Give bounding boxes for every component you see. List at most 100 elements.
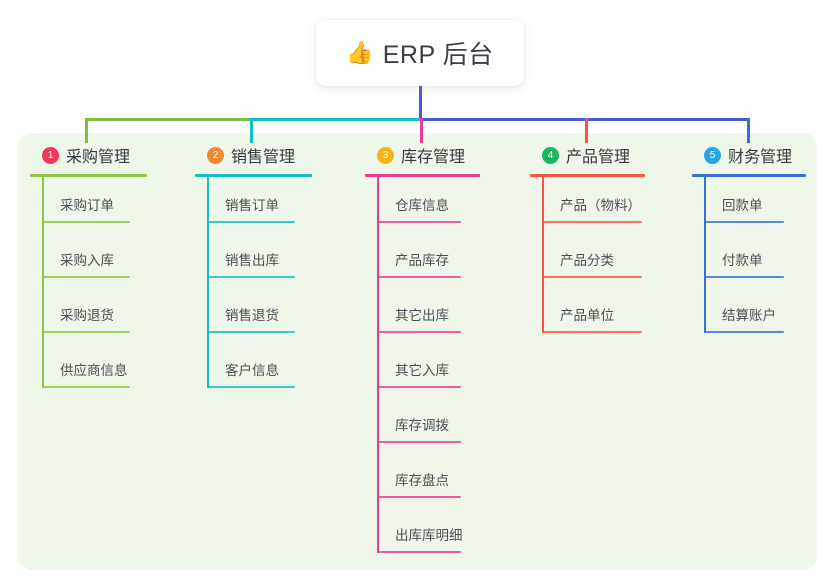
list-item-label: 产品分类 [560,253,614,268]
list-item-rule [542,221,642,223]
column-spine-3 [377,177,379,553]
list-item-label: 供应商信息 [60,363,128,378]
column-rule-4 [530,174,645,177]
list-item-rule [207,331,295,333]
list-item[interactable]: 库存盘点 [365,452,480,507]
root-node[interactable]: 👍 ERP 后台 [316,20,524,86]
column-rule-3 [365,174,480,177]
column-items-1: 采购订单采购入库采购退货供应商信息 [30,177,147,397]
thumbs-up-icon: 👍 [346,40,374,65]
bus-drop-2 [250,118,253,143]
list-item[interactable]: 仓库信息 [365,177,480,232]
column-5: 5 财务管理回款单付款单结算账户 [692,143,806,342]
list-item-rule [542,276,642,278]
list-item-label: 其它出库 [395,308,449,323]
list-item[interactable]: 其它入库 [365,342,480,397]
column-title-4: 产品管理 [566,149,631,166]
list-item-rule [377,386,461,388]
list-item-label: 采购退货 [60,308,114,323]
column-items-4: 产品（物料） 产品分类产品单位 [530,177,645,342]
column-rule-1 [30,174,147,177]
column-badge-4: 4 [542,146,559,164]
column-spine-4 [542,177,544,333]
column-header-2[interactable]: 2 销售管理 [195,143,312,167]
list-item[interactable]: 结算账户 [692,287,806,342]
list-item[interactable]: 采购退货 [30,287,147,342]
column-title-2: 销售管理 [231,149,296,166]
list-item-rule [207,221,295,223]
list-item-rule [377,551,461,553]
list-item[interactable]: 供应商信息 [30,342,147,397]
list-item[interactable]: 其它出库 [365,287,480,342]
column-badge-5: 5 [704,146,721,164]
column-items-5: 回款单付款单结算账户 [692,177,806,342]
column-header-5[interactable]: 5 财务管理 [692,143,806,167]
list-item[interactable]: 销售出库 [195,232,312,287]
list-item-rule [377,276,461,278]
list-item-rule [42,386,130,388]
list-item-rule [207,386,295,388]
list-item-label: 结算账户 [722,308,776,323]
list-item-rule [377,221,461,223]
root-node-content: 👍 ERP 后台 [346,35,493,71]
list-item-label: 采购订单 [60,198,114,213]
column-4: 4 产品管理产品（物料） 产品分类产品单位 [530,143,645,342]
column-badge-3: 3 [377,146,394,164]
list-item-label: 付款单 [722,253,763,268]
list-item-rule [704,221,784,223]
column-spine-2 [207,177,209,388]
list-item-label: 其它入库 [395,363,449,378]
list-item-label: 采购入库 [60,253,114,268]
list-item[interactable]: 销售订单 [195,177,312,232]
list-item-label: 库存调拨 [395,418,449,433]
column-title-5: 财务管理 [728,149,793,166]
list-item-label: 客户信息 [225,363,279,378]
list-item-rule [377,441,461,443]
list-item-rule [42,331,130,333]
list-item-label: 销售退货 [225,308,279,323]
list-item-label: 回款单 [722,198,763,213]
list-item-rule [704,331,784,333]
column-rule-5 [692,174,806,177]
list-item-rule [542,331,642,333]
list-item[interactable]: 库存调拨 [365,397,480,452]
list-item-rule [207,276,295,278]
list-item[interactable]: 产品（物料） [530,177,645,232]
column-2: 2 销售管理销售订单销售出库销售退货客户信息 [195,143,312,397]
list-item-rule [377,496,461,498]
list-item[interactable]: 付款单 [692,232,806,287]
list-item-rule [42,221,130,223]
column-title-3: 库存管理 [401,149,466,166]
column-spine-5 [704,177,706,333]
column-items-3: 仓库信息产品库存其它出库其它入库库存调拨库存盘点出库库明细 [365,177,480,562]
bus-drop-1 [85,118,88,143]
list-item[interactable]: 产品库存 [365,232,480,287]
list-item-label: 库存盘点 [395,473,449,488]
bus-drop-3 [420,118,423,143]
list-item[interactable]: 客户信息 [195,342,312,397]
column-3: 3 库存管理仓库信息产品库存其它出库其它入库库存调拨库存盘点出库库明细 [365,143,480,562]
list-item-rule [377,331,461,333]
list-item[interactable]: 采购入库 [30,232,147,287]
bus-segment-1 [86,118,251,121]
root-stem [419,86,422,121]
column-items-2: 销售订单销售出库销售退货客户信息 [195,177,312,397]
bus-drop-4 [585,118,588,143]
list-item[interactable]: 回款单 [692,177,806,232]
list-item-label: 销售出库 [225,253,279,268]
list-item-rule [704,276,784,278]
list-item[interactable]: 产品单位 [530,287,645,342]
column-header-4[interactable]: 4 产品管理 [530,143,645,167]
list-item[interactable]: 产品分类 [530,232,645,287]
bus-drop-5 [747,118,750,143]
list-item[interactable]: 销售退货 [195,287,312,342]
column-header-3[interactable]: 3 库存管理 [365,143,480,167]
list-item-label: 出库库明细 [395,528,463,543]
list-item[interactable]: 采购订单 [30,177,147,232]
column-badge-1: 1 [42,146,59,164]
list-item[interactable]: 出库库明细 [365,507,480,562]
column-badge-2: 2 [207,146,224,164]
list-item-label: 仓库信息 [395,198,449,213]
